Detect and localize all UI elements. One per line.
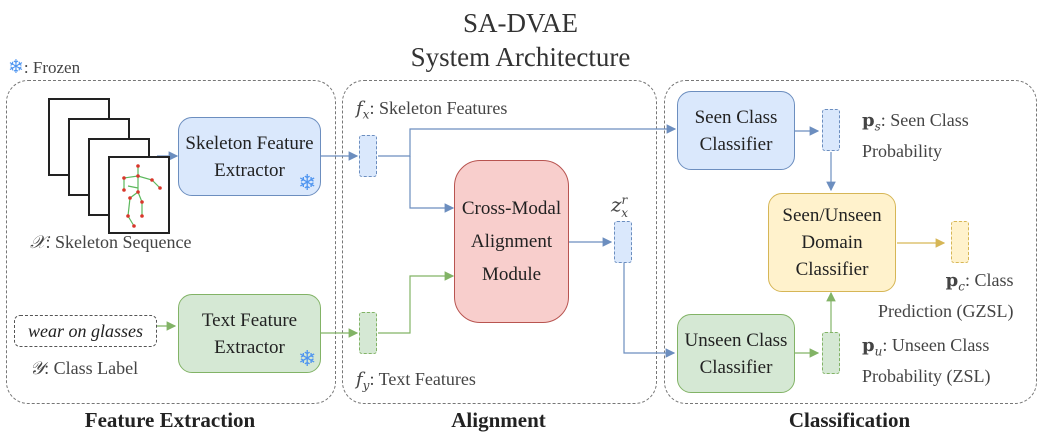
pc-label: pc: Class Prediction (GZSL): [878, 268, 1013, 323]
skeleton-frame: [108, 156, 170, 234]
skeleton-sequence-label: 𝒳: Skeleton Sequence: [30, 230, 191, 255]
skeleton-feature-vector: [359, 135, 377, 177]
unseen-classifier-line-1: Unseen Class: [684, 329, 788, 351]
arrow-fx-to-seen: [378, 124, 677, 157]
text-extractor-line-1: Text Feature: [201, 309, 298, 331]
arrow-fx-to-alignment: [409, 156, 455, 213]
skeleton-sequence-text: : Skeleton Sequence: [45, 232, 192, 252]
section-label-feature-extraction: Feature Extraction: [84, 408, 256, 432]
class-label-symbol: 𝒴: [30, 358, 45, 379]
zxr-symbol: z: [611, 192, 622, 217]
domain-classifier-line-3: Classifier: [795, 259, 869, 280]
pu-label: pu: Unseen Class Probability (ZSL): [862, 333, 991, 388]
fy-text: : Text Features: [369, 369, 476, 389]
skeleton-symbol: 𝒳: [30, 232, 46, 253]
fy-subscript: y: [362, 378, 370, 393]
pu-line-1: : Unseen Class: [882, 335, 990, 355]
pu-subscript: u: [874, 344, 883, 359]
alignment-module-line-3: Module: [481, 264, 542, 285]
ps-symbol: p: [862, 110, 875, 131]
fx-subscript: x: [362, 107, 370, 122]
fx-text: : Skeleton Features: [369, 98, 508, 118]
title-line-2: System Architecture: [410, 42, 631, 72]
zxr-superscript: r: [621, 193, 628, 207]
class-label-caption: 𝒴: Class Label: [30, 356, 138, 381]
pc-line-1: : Class: [964, 270, 1014, 290]
text-feature-vector: [359, 312, 377, 354]
snowflake-icon: ❄: [298, 346, 317, 371]
aligned-feature-vector: [614, 221, 632, 263]
skeleton-extractor-line-2: Extractor: [214, 159, 285, 181]
fx-symbol: f: [356, 98, 363, 119]
zxr-label: zrx: [611, 188, 628, 225]
seen-classifier-line-1: Seen Class: [694, 106, 778, 128]
text-extractor-line-2: Extractor: [214, 336, 285, 358]
pu-line-2: Probability (ZSL): [862, 365, 991, 386]
zxr-subscript: x: [621, 205, 629, 220]
fy-label: fy: Text Features: [356, 367, 476, 398]
unseen-classifier-line-2: Classifier: [699, 356, 773, 378]
pc-subscript: c: [958, 279, 965, 294]
feature-extraction-group: [6, 80, 336, 404]
cross-modal-alignment-module: Cross-Modal Alignment Module: [454, 160, 569, 323]
pu-symbol: p: [862, 335, 875, 356]
unseen-probability-vector: [822, 332, 840, 374]
class-prediction-vector: [951, 221, 969, 263]
section-label-classification: Classification: [788, 408, 911, 432]
ps-label: ps: Seen Class Probability: [862, 108, 969, 163]
title-line-1: SA-DVAE: [462, 8, 578, 38]
pc-symbol: p: [945, 270, 959, 291]
snowflake-icon: ❄: [8, 57, 24, 78]
alignment-group: [342, 80, 657, 404]
ps-subscript: s: [874, 119, 881, 134]
seen-probability-vector: [822, 109, 840, 151]
snowflake-icon: ❄: [298, 170, 317, 195]
skeleton-extractor-line-1: Skeleton Feature: [185, 132, 314, 154]
fx-label: fx: Skeleton Features: [356, 96, 507, 127]
arrow-zxr-to-unseen: [623, 263, 676, 358]
classification-group: [664, 80, 1037, 404]
ps-line-1: : Seen Class: [880, 110, 969, 130]
alignment-module-line-1: Cross-Modal: [461, 198, 562, 219]
arrow-fy-to-alignment: [378, 271, 455, 334]
section-label-alignment: Alignment: [451, 408, 546, 432]
frozen-legend-text: : Frozen: [23, 58, 81, 77]
frozen-legend: ❄: Frozen: [8, 56, 80, 79]
seen-classifier-line-2: Classifier: [699, 133, 773, 155]
ps-line-2: Probability: [862, 140, 942, 161]
fy-symbol: f: [356, 369, 363, 390]
skeleton-figure-icon: [122, 164, 162, 228]
pc-line-2: Prediction (GZSL): [878, 300, 1014, 321]
alignment-module-line-2: Alignment: [470, 231, 553, 252]
domain-classifier-line-2: Domain: [801, 232, 863, 253]
domain-classifier-line-1: Seen/Unseen: [782, 205, 882, 226]
class-label-text: : Class Label: [44, 358, 139, 378]
class-label-example: wear on glasses: [14, 315, 157, 347]
